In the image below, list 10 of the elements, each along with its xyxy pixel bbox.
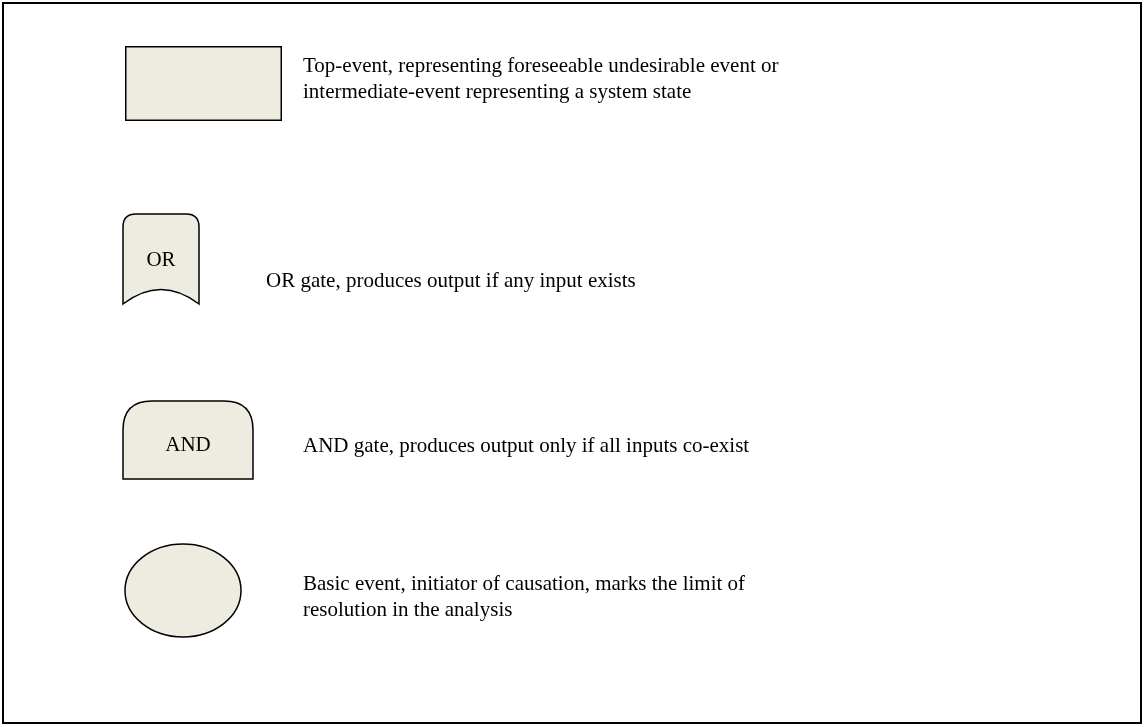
description-text: AND gate, produces output only if all inputs co-exist — [303, 432, 751, 458]
description-text: Top-event, representing foreseeable undesirable event or intermediate-event representing a system state — [303, 52, 780, 104]
description-text: Basic event, initiator of causation, marks the limit of resolution in the analysis — [303, 570, 747, 622]
or-gate-symbol — [122, 213, 200, 305]
and-gate-symbol — [122, 400, 254, 480]
gate-label: OR — [146, 246, 176, 272]
description-text: OR gate, produces output if any input exists — [266, 267, 637, 293]
gate-label: AND — [165, 430, 211, 457]
basic-event-ellipse — [124, 543, 242, 638]
event-rectangle — [125, 46, 282, 121]
